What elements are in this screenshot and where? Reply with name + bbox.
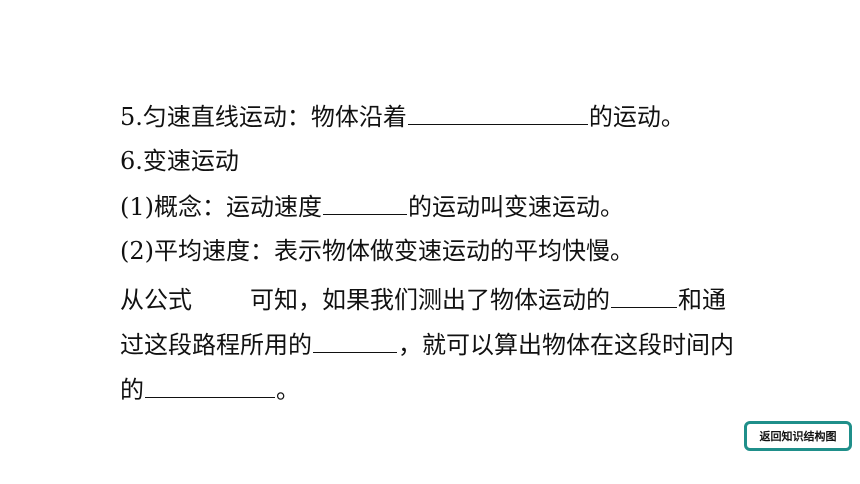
item-number-5: 5. (120, 103, 143, 131)
formula-text-end: 和通 (678, 286, 726, 314)
item-number-6: 6. (120, 147, 143, 175)
blank-speed-change (323, 186, 407, 215)
uniform-motion-text-end: 的运动。 (588, 103, 685, 131)
concept-text-end: 的运动叫变速运动。 (408, 193, 624, 221)
blank-time (313, 324, 397, 353)
time-text-end: ，就可以算出物体在这段时间内 (398, 331, 734, 359)
line-time: 过这段路程所用的 ，就可以算出物体在这段时间内 (120, 324, 734, 364)
item-number-2: (2) (120, 237, 154, 265)
formula-text-start: 从公式 (120, 286, 192, 314)
uniform-motion-text: 匀速直线运动：物体沿着 (142, 103, 407, 131)
blank-path (407, 96, 588, 125)
line-variable-motion-heading: 6.变速运动 (120, 141, 239, 181)
item-number-1: (1) (120, 193, 154, 221)
formula-text-mid: 可知，如果我们测出了物体运动的 (250, 286, 610, 314)
time-text-start: 过这段路程所用的 (120, 331, 312, 359)
concept-text: 概念：运动速度 (154, 193, 322, 221)
line-concept: (1)概念：运动速度 的运动叫变速运动。 (120, 186, 624, 226)
variable-motion-heading: 变速运动 (142, 147, 239, 175)
average-speed-text: 平均速度：表示物体做变速运动的平均快慢。 (154, 237, 634, 265)
blank-distance (611, 279, 677, 308)
result-text-start: 的 (120, 376, 144, 404)
back-to-knowledge-map-button[interactable]: 返回知识结构图 (744, 421, 852, 451)
result-text-end: 。 (276, 376, 300, 404)
line-formula: 从公式 可知，如果我们测出了物体运动的 和通 (120, 279, 726, 319)
line-uniform-motion: 5.匀速直线运动：物体沿着 的运动。 (120, 96, 685, 136)
line-result: 的。 (120, 369, 300, 409)
line-average-speed: (2)平均速度：表示物体做变速运动的平均快慢。 (120, 231, 634, 271)
blank-average-speed (145, 369, 275, 398)
